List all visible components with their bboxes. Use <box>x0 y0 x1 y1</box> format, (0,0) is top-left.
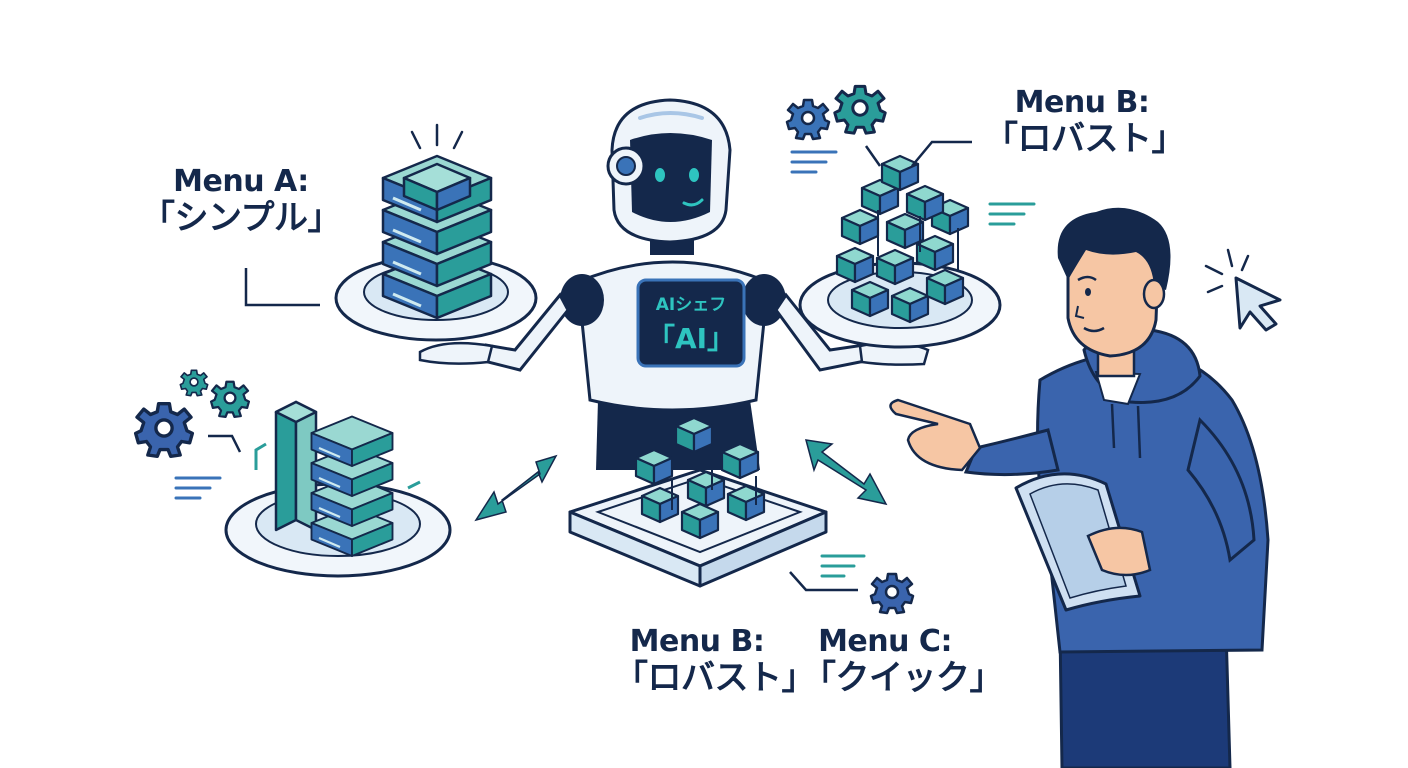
menu-a-name: 「シンプル」 <box>141 197 341 238</box>
text-lines-icon <box>988 202 1036 226</box>
chest-label-line2: 「AI」 <box>647 322 735 355</box>
sparkle-lines-icon <box>410 123 464 150</box>
text-lines-icon <box>820 554 866 578</box>
cursor-arrow-icon <box>1204 248 1282 332</box>
gear-icon <box>209 380 251 419</box>
menu-b-top-label: Menu B: 「ロバスト」 <box>984 85 1186 159</box>
double-arrow-icon <box>804 439 888 506</box>
menu-c-name: 「クイック」 <box>802 657 1004 698</box>
menu-a-leader-line <box>244 268 320 307</box>
menu-b-tick <box>864 145 882 167</box>
chest-panel <box>636 278 746 368</box>
menu-c-label: Menu C: 「クイック」 <box>802 624 1004 698</box>
double-arrow-icon <box>474 454 558 522</box>
menu-c-title: Menu C: <box>818 624 952 659</box>
menu-b-bottom-label: Menu B: 「ロバスト」 <box>614 624 816 698</box>
menu-b-top-title: Menu B: <box>1014 85 1150 120</box>
person <box>889 207 1270 768</box>
menu-a-label: Menu A: 「シンプル」 <box>136 165 346 237</box>
gear-icon <box>785 98 831 141</box>
center-tray <box>568 416 828 588</box>
chest-label-line1: AIシェフ <box>656 295 726 315</box>
text-lines-icon <box>174 476 222 500</box>
menu-b-top-name: 「ロバスト」 <box>984 118 1186 159</box>
menu-plate-lower-left <box>224 400 452 578</box>
menu-b-bottom-title: Menu B: <box>629 624 765 659</box>
text-lines-icon <box>790 150 838 174</box>
gear-icon <box>833 84 887 135</box>
center-leader-line <box>789 571 858 592</box>
gear-icon <box>133 402 195 459</box>
robot-chef <box>418 98 930 470</box>
gear-icon <box>179 369 209 397</box>
menu-b-bottom-name: 「ロバスト」 <box>614 657 816 698</box>
menu-a-plate <box>334 123 538 342</box>
menu-b-plate <box>798 154 1002 349</box>
lower-left-leader-line <box>208 434 242 453</box>
menu-b-leader-line <box>911 140 972 167</box>
gear-icon <box>869 572 915 615</box>
menu-a-title: Menu A: <box>173 164 309 199</box>
